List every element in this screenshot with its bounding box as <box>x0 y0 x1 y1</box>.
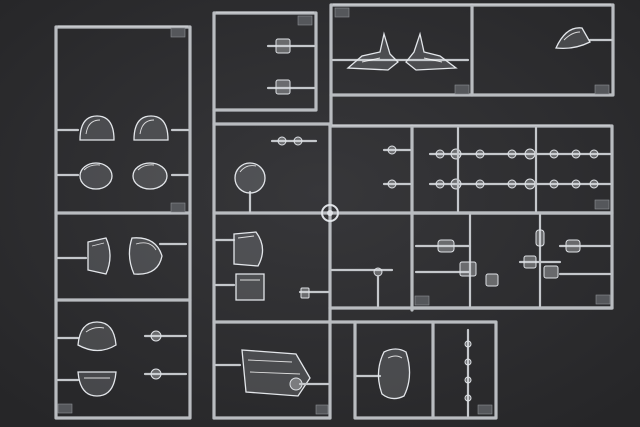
canopy-domes-row-2 <box>56 162 190 190</box>
lens-covers <box>56 237 188 275</box>
canopy-frame-part <box>214 349 330 397</box>
light-clusters <box>414 213 612 308</box>
landing-light-strut-parts <box>331 31 470 71</box>
canopy-domes-row-1 <box>56 115 190 141</box>
lamp-lenses-row-2 <box>382 126 612 213</box>
small-gate-part <box>330 267 394 308</box>
sprue-tabs <box>57 7 611 415</box>
nose-cone <box>555 27 614 50</box>
small-square-parts <box>266 38 316 95</box>
sprue-frame <box>54 3 615 420</box>
pin-parts-column <box>464 328 472 418</box>
lower-bubbles <box>56 321 188 397</box>
round-lens <box>234 162 266 214</box>
oval-window-part <box>355 348 411 400</box>
sprue-hub <box>321 204 339 222</box>
gunsight-part <box>270 136 318 146</box>
windscreen-parts <box>214 231 330 301</box>
lamp-lenses-row-1 <box>382 145 612 160</box>
